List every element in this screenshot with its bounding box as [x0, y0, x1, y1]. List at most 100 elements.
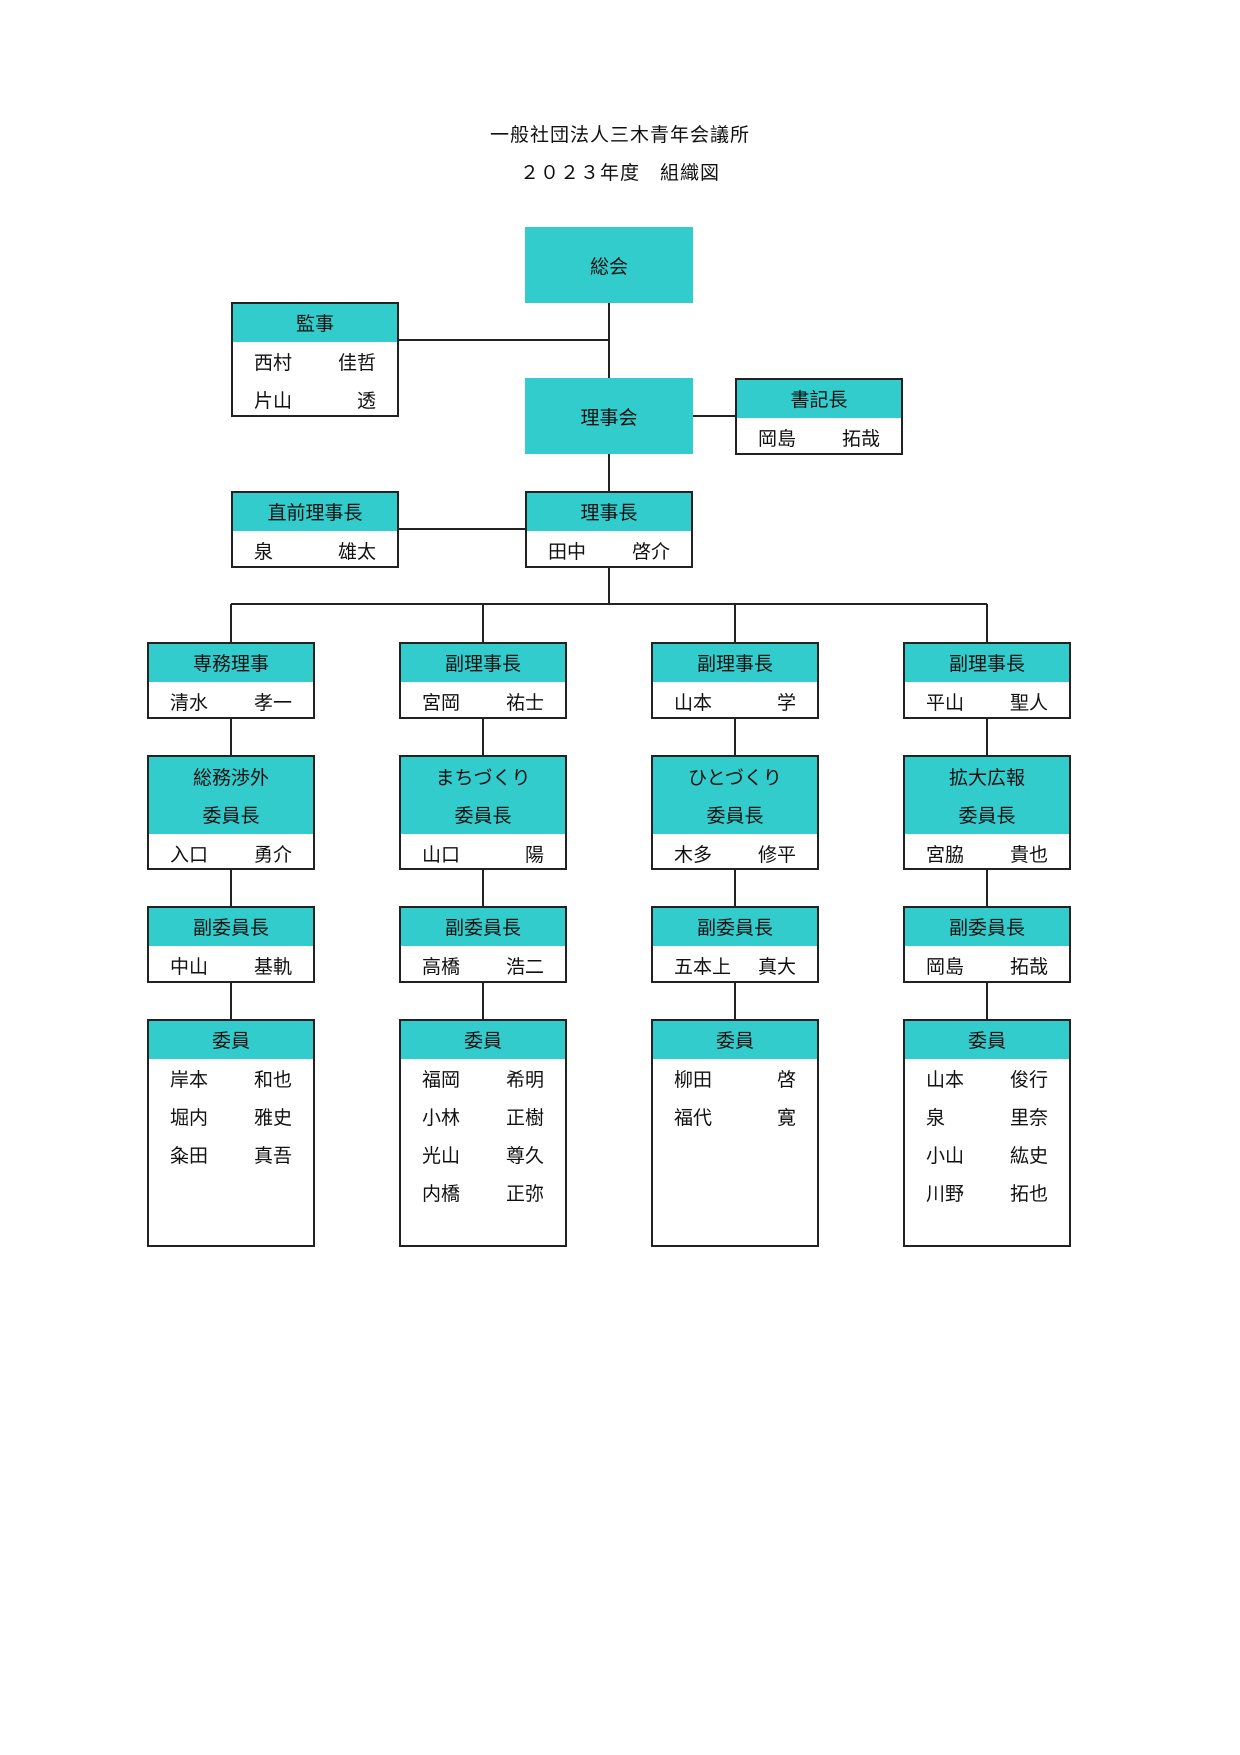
member-row: 川野拓也 [905, 1173, 1069, 1211]
member-row: 木多修平 [653, 834, 817, 872]
surname: 小林 [422, 1106, 461, 1129]
member-row: 小山紘史 [905, 1135, 1069, 1173]
node-rijicho: 理事長 田中啓介 [525, 491, 693, 568]
member-row: 山口陽 [401, 834, 565, 872]
node-shokicho: 書記長 岡島拓哉 [735, 378, 903, 455]
node-header-sub: 委員長 [653, 796, 817, 834]
surname: 岡島 [926, 955, 965, 978]
node-header-sub: 委員長 [149, 796, 313, 834]
given-name: 浩二 [505, 955, 544, 978]
node-vice-col2: 副委員長 高橋 浩二 [399, 906, 567, 983]
given-name: 俊行 [1009, 1068, 1048, 1091]
org-name: 一般社団法人三木青年会議所 [489, 124, 750, 146]
node-header: 監事 [233, 304, 397, 342]
surname: 五本上 [674, 955, 732, 978]
node-iin-col1: 委員 岸本和也 堀内 雅史 粂田 真吾 [147, 1019, 315, 1247]
node-officer-col4: 副理事長 平山 聖人 [903, 642, 1071, 719]
given-name: 拓也 [1009, 1182, 1048, 1205]
node-header: 拡大広報 [905, 757, 1069, 796]
node-header: 専務理事 [149, 644, 313, 682]
node-header: 直前理事長 [233, 493, 397, 531]
member-row: 宮岡 祐士 [401, 682, 565, 720]
node-header: 委員 [401, 1021, 565, 1059]
node-header: まちづくり [401, 757, 565, 796]
node-header: 副理事長 [905, 644, 1069, 682]
node-header: 副理事長 [653, 644, 817, 682]
member-row: 岡島拓哉 [905, 946, 1069, 984]
node-header: 総務渉外 [149, 757, 313, 796]
node-rijikai: 理事会 [525, 378, 693, 454]
member-row: 柳田 啓 [653, 1059, 817, 1097]
node-vice-col3: 副委員長 五本上 真大 [651, 906, 819, 983]
surname: 粂田 [170, 1144, 209, 1167]
given-name: 紘史 [1009, 1144, 1048, 1167]
node-header: 副委員長 [401, 908, 565, 946]
node-header: 委員 [149, 1021, 313, 1059]
member-row: 清水 孝一 [149, 682, 313, 720]
node-header: 理事長 [527, 493, 691, 531]
given-name: 祐士 [505, 691, 544, 714]
node-header: 委員 [653, 1021, 817, 1059]
node-iin-col3: 委員 柳田 啓 福代 寛 [651, 1019, 819, 1247]
node-soukai: 総会 [525, 227, 693, 303]
node-iin-col4: 委員 山本俊行 泉里奈 小山紘史 川野拓也 [903, 1019, 1071, 1247]
surname: 山口 [422, 843, 461, 866]
node-header: 副委員長 [149, 908, 313, 946]
member-row: 泉雄太 [233, 531, 397, 569]
member-row: 岡島拓哉 [737, 418, 901, 456]
node-vice-col1: 副委員長 中山基軌 [147, 906, 315, 983]
node-label: 理事会 [580, 406, 638, 429]
surname: 平山 [926, 691, 965, 714]
given-name: 真大 [757, 955, 796, 978]
surname: 福代 [674, 1106, 713, 1129]
surname: 岸本 [170, 1068, 209, 1091]
node-chokuzen: 直前理事長 泉雄太 [231, 491, 399, 568]
surname: 山本 [926, 1068, 965, 1091]
given-name: 寛 [776, 1106, 796, 1129]
node-committee-col4: 拡大広報 委員長 宮脇貴也 [903, 755, 1071, 870]
given-name: 修平 [757, 843, 796, 866]
member-row: 小林正樹 [401, 1097, 565, 1135]
node-header: 副理事長 [401, 644, 565, 682]
surname: 清水 [170, 691, 209, 714]
given-name: 孝一 [253, 691, 292, 714]
member-row: 岸本和也 [149, 1059, 313, 1097]
member-row: 宮脇貴也 [905, 834, 1069, 872]
surname: 田中 [548, 540, 587, 563]
node-officer-col2: 副理事長 宮岡 祐士 [399, 642, 567, 719]
member-row: 中山基軌 [149, 946, 313, 984]
member-row: 西村 佳哲 [233, 342, 397, 380]
member-row: 山本学 [653, 682, 817, 720]
given-name: 啓 [776, 1068, 796, 1091]
node-committee-col2: まちづくり 委員長 山口陽 [399, 755, 567, 870]
surname: 宮岡 [422, 691, 461, 714]
node-header: ひとづくり [653, 757, 817, 796]
surname: 高橋 [422, 955, 461, 978]
surname: 柳田 [674, 1068, 713, 1091]
surname: 西村 [254, 351, 293, 374]
surname: 光山 [422, 1144, 461, 1167]
member-row: 平山 聖人 [905, 682, 1069, 720]
given-name: 正弥 [505, 1182, 544, 1205]
node-header: 副委員長 [653, 908, 817, 946]
given-name: 透 [356, 389, 376, 412]
node-kanji: 監事 西村 佳哲 片山透 [231, 302, 399, 417]
node-iin-col2: 委員 福岡希明 小林正樹 光山尊久 内橋正弥 [399, 1019, 567, 1247]
surname: 泉 [926, 1106, 946, 1129]
chart-title: ２０２３年度 組織図 [519, 162, 720, 184]
node-header: 委員 [905, 1021, 1069, 1059]
surname: 宮脇 [926, 843, 965, 866]
node-header-sub: 委員長 [905, 796, 1069, 834]
given-name: 雅史 [253, 1106, 292, 1129]
node-header: 副委員長 [905, 908, 1069, 946]
given-name: 佳哲 [337, 351, 376, 374]
given-name: 真吾 [253, 1144, 292, 1167]
surname: 泉 [254, 540, 274, 563]
node-label: 総会 [589, 255, 628, 278]
given-name: 聖人 [1009, 691, 1048, 714]
member-row: 五本上 真大 [653, 946, 817, 984]
given-name: 学 [776, 691, 796, 714]
member-row: 片山透 [233, 380, 397, 418]
surname: 堀内 [170, 1106, 209, 1129]
